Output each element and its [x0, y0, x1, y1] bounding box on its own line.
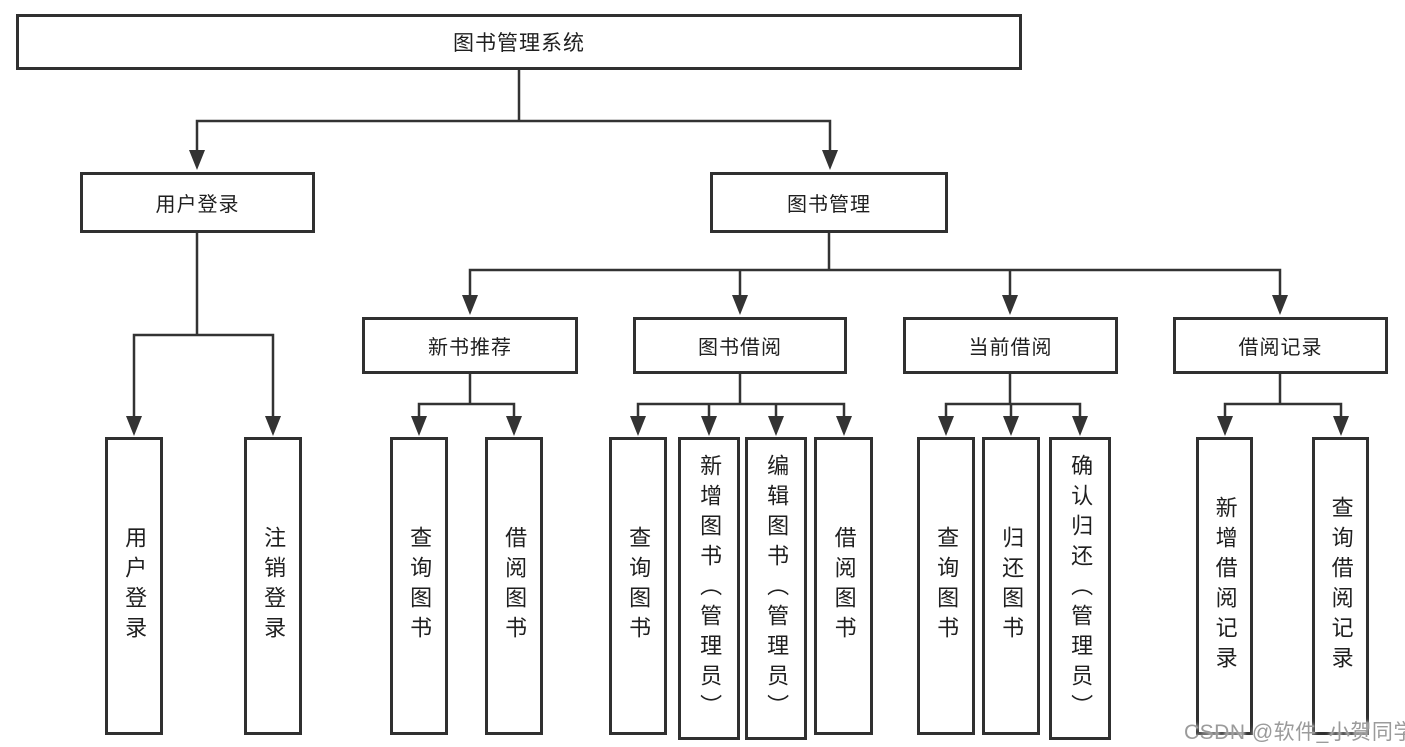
arrow-down-icon	[1003, 416, 1019, 436]
connector-line	[1223, 374, 1343, 418]
leaf-logout: 注销登录	[244, 437, 302, 735]
node-current-borrowing: 当前借阅	[903, 317, 1118, 374]
connector-line	[468, 233, 1282, 297]
connector-root-split	[189, 70, 838, 170]
connector-line	[636, 374, 846, 418]
connector-line	[195, 70, 832, 152]
arrow-down-icon	[836, 416, 852, 436]
node-book-borrowing: 图书借阅	[633, 317, 847, 374]
leaf-edit-books-admin: 编辑图书（管理员）	[745, 437, 807, 740]
connector-book-borrowing-split	[630, 374, 852, 436]
watermark-text: CSDN @软件_小贺同学	[1184, 721, 1405, 744]
leaf-return-books: 归还图书	[982, 437, 1040, 735]
leaf-query-books-borrowing: 查询图书	[609, 437, 667, 735]
node-root: 图书管理系统	[16, 14, 1022, 70]
arrow-down-icon	[1217, 416, 1233, 436]
node-borrowing-records: 借阅记录	[1173, 317, 1388, 374]
arrow-down-icon	[265, 416, 281, 436]
node-new-book-recommendation: 新书推荐	[362, 317, 578, 374]
arrow-down-icon	[411, 416, 427, 436]
leaf-confirm-return-admin: 确认归还（管理员）	[1049, 437, 1111, 740]
leaf-add-borrow-record: 新增借阅记录	[1196, 437, 1253, 735]
node-user-login: 用户登录	[80, 172, 315, 233]
arrow-down-icon	[701, 416, 717, 436]
connector-user-login-split	[126, 233, 281, 436]
leaf-query-borrow-record: 查询借阅记录	[1312, 437, 1369, 735]
arrow-down-icon	[768, 416, 784, 436]
arrow-down-icon	[462, 295, 478, 315]
arrow-down-icon	[1272, 295, 1288, 315]
connector-book-management-split	[462, 233, 1288, 315]
arrow-down-icon	[938, 416, 954, 436]
leaf-borrow-books-borrowing: 借阅图书	[814, 437, 873, 735]
connector-new-book-split	[411, 374, 522, 436]
leaf-query-books-recommend: 查询图书	[390, 437, 448, 735]
arrow-down-icon	[126, 416, 142, 436]
connector-line	[417, 374, 516, 418]
connector-line	[132, 233, 275, 418]
connector-current-borrowing-split	[938, 374, 1088, 436]
connector-line	[944, 374, 1082, 418]
arrow-down-icon	[732, 295, 748, 315]
leaf-add-books-admin: 新增图书（管理员）	[678, 437, 740, 740]
leaf-query-books-current: 查询图书	[917, 437, 975, 735]
arrow-down-icon	[630, 416, 646, 436]
node-book-management: 图书管理	[710, 172, 948, 233]
arrow-down-icon	[189, 150, 205, 170]
arrow-down-icon	[822, 150, 838, 170]
leaf-user-login: 用户登录	[105, 437, 163, 735]
connector-borrowing-records-split	[1217, 374, 1349, 436]
arrow-down-icon	[1002, 295, 1018, 315]
arrow-down-icon	[1072, 416, 1088, 436]
leaf-borrow-books-recommend: 借阅图书	[485, 437, 543, 735]
arrow-down-icon	[506, 416, 522, 436]
arrow-down-icon	[1333, 416, 1349, 436]
